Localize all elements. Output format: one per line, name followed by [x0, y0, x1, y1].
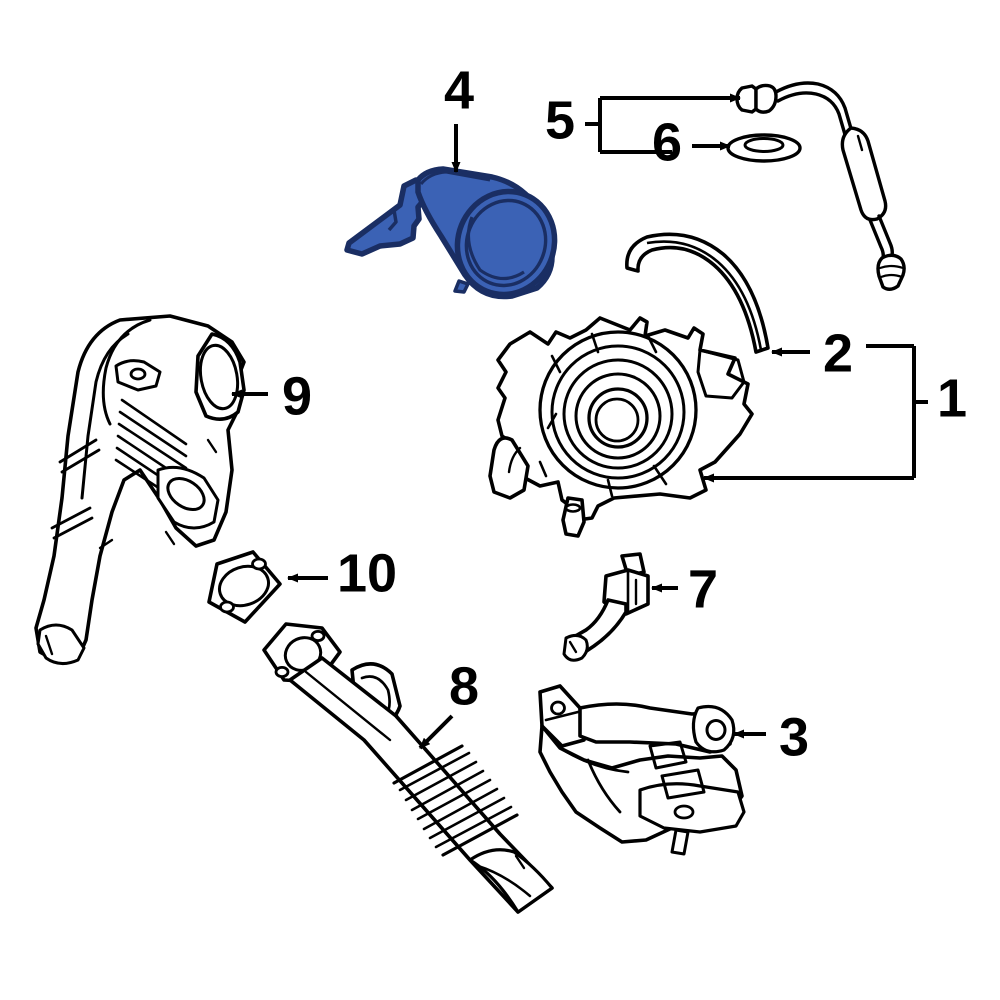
- part-arc-gasket[interactable]: [625, 232, 770, 354]
- callout-5-bracket: [585, 96, 722, 154]
- part-oil-supply-line[interactable]: [735, 81, 906, 291]
- callout-2-label: 2: [823, 323, 853, 383]
- callout-6-label: 6: [652, 112, 682, 172]
- callout-5-label: 5: [545, 90, 575, 150]
- callout-3[interactable]: 3: [733, 707, 809, 767]
- callout-8[interactable]: 8: [418, 656, 479, 750]
- part-heat-shield[interactable]: [344, 166, 570, 309]
- callout-2[interactable]: 2: [771, 323, 853, 383]
- callout-4-label: 4: [444, 60, 474, 120]
- callout-4[interactable]: 4: [444, 60, 474, 173]
- part-oil-return-fitting[interactable]: [562, 552, 650, 662]
- callout-1-bracket: [716, 344, 928, 480]
- callout-3-label: 3: [779, 707, 809, 767]
- callout-7-label: 7: [688, 559, 718, 619]
- callout-1[interactable]: 1: [703, 344, 967, 483]
- callout-6[interactable]: 6: [652, 112, 731, 172]
- part-support-bracket[interactable]: [538, 684, 746, 856]
- part-flange-gasket[interactable]: [207, 550, 282, 624]
- part-exhaust-down-pipe[interactable]: [262, 622, 554, 914]
- part-sealing-washer[interactable]: [726, 133, 802, 163]
- part-turbocharger[interactable]: [488, 316, 754, 538]
- callout-10-label: 10: [337, 543, 397, 603]
- part-exhaust-manifold[interactable]: [34, 314, 246, 665]
- callout-8-label: 8: [449, 656, 479, 716]
- callout-10[interactable]: 10: [287, 543, 397, 603]
- callout-8-leader: [418, 714, 454, 750]
- callout-5[interactable]: 5: [545, 90, 741, 154]
- callout-9[interactable]: 9: [231, 366, 312, 426]
- callout-9-label: 9: [282, 366, 312, 426]
- callout-7[interactable]: 7: [651, 559, 718, 619]
- callout-1-label: 1: [937, 368, 967, 428]
